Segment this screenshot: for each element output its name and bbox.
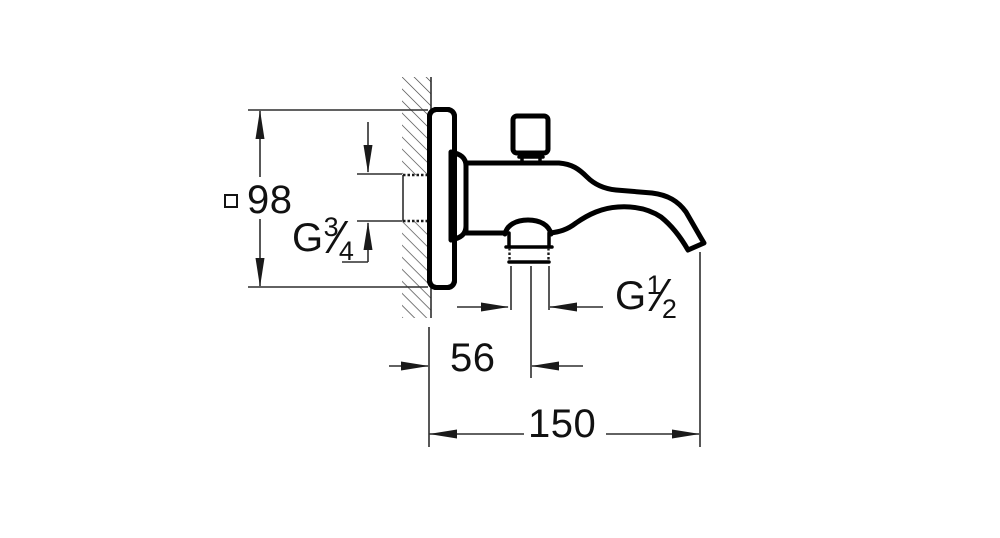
spout-body xyxy=(463,160,707,262)
diverter-knob xyxy=(510,113,551,164)
wall-thread-pipe xyxy=(402,173,431,223)
outlet-thread-numerator: 1 xyxy=(646,270,662,300)
handshower-outlet-thread xyxy=(504,231,554,264)
outlet-dome xyxy=(502,217,554,237)
dimension-label-wall-thread: G3⁄4 xyxy=(292,214,354,265)
dimension-extension-lines xyxy=(248,109,701,447)
outlet-dome-clear xyxy=(506,221,552,262)
plate-size-value: 98 xyxy=(247,178,293,222)
outlet-thread-prefix: G xyxy=(615,274,647,318)
offset-value: 56 xyxy=(450,336,496,380)
wall-thread-denominator: 4 xyxy=(338,236,354,266)
outlet-thread-denominator: 2 xyxy=(661,294,677,324)
dimension-label-outlet-thread: G1⁄2 xyxy=(615,272,677,323)
wall-thread-numerator: 3 xyxy=(323,212,339,242)
square-section-icon xyxy=(224,194,238,208)
wall-thread-prefix: G xyxy=(292,216,324,260)
dimension-label-length: 150 xyxy=(528,404,596,444)
dimension-label-plate-size: 98 xyxy=(224,180,293,220)
dimension-label-offset: 56 xyxy=(450,338,496,378)
fraction-slash: ⁄ xyxy=(657,269,666,321)
length-value: 150 xyxy=(528,402,597,446)
wall-section xyxy=(402,77,432,318)
fraction-slash: ⁄ xyxy=(334,211,343,263)
dimension-arrows xyxy=(255,110,700,439)
